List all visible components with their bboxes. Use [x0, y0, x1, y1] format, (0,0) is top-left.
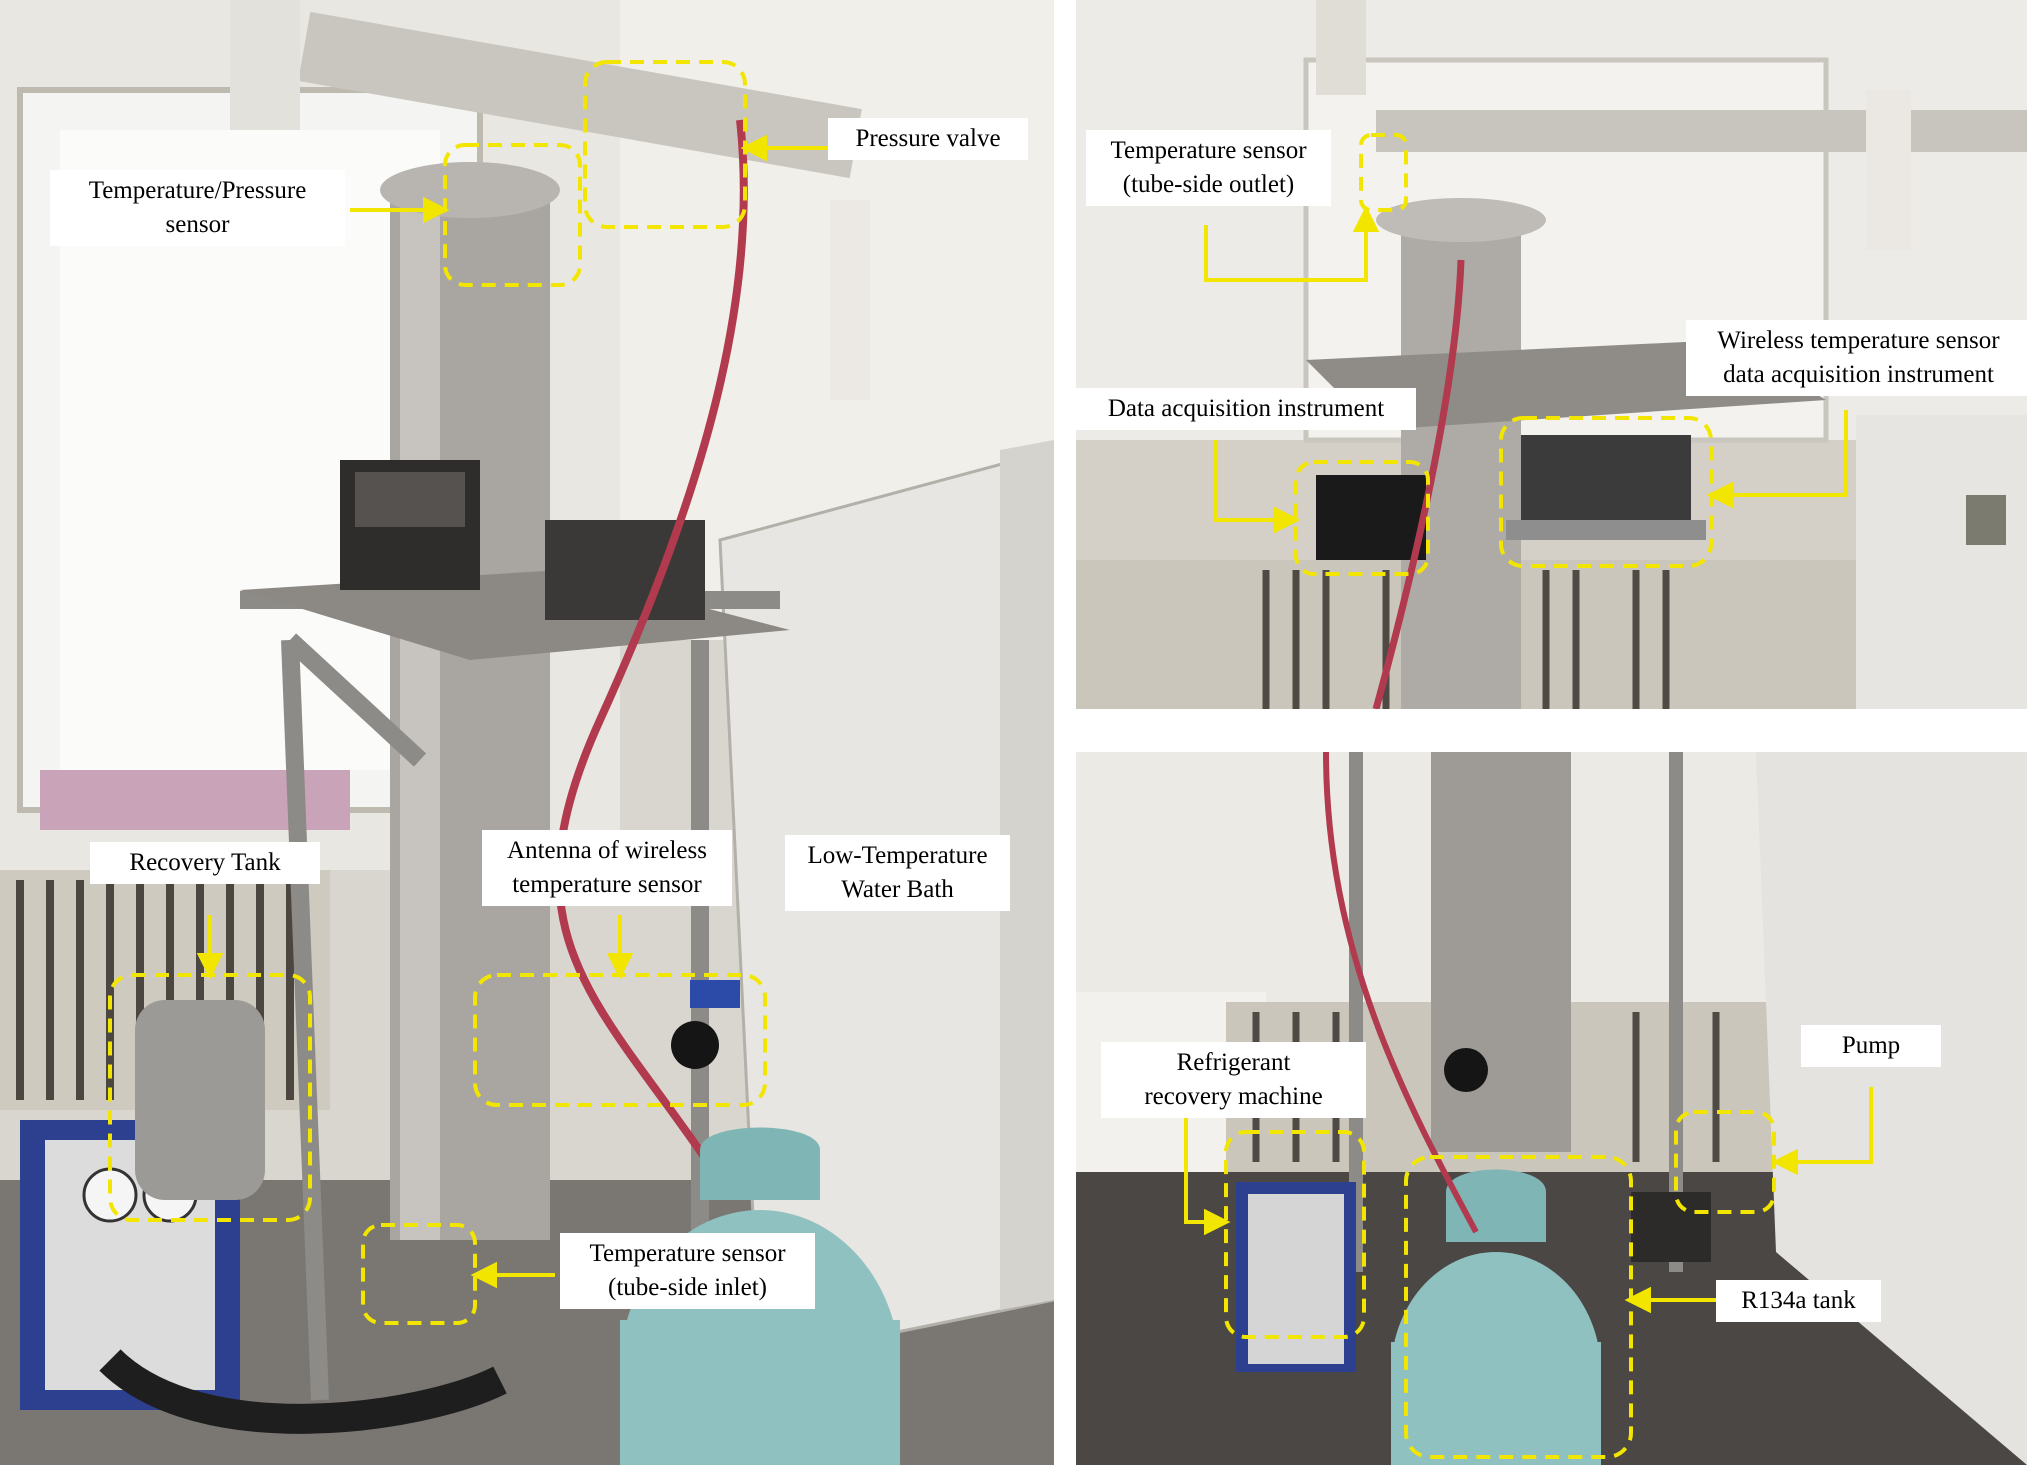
label-temp-sensor-inlet: Temperature sensor (tube-side inlet): [560, 1233, 815, 1309]
label-pump: Pump: [1801, 1025, 1941, 1067]
label-daq: Data acquisition instrument: [1076, 388, 1416, 430]
label-antenna: Antenna of wireless temperature sensor: [482, 830, 732, 906]
label-recovery-tank: Recovery Tank: [90, 842, 320, 884]
label-water-bath: Low-Temperature Water Bath: [785, 835, 1010, 911]
label-r134a-tank: R134a tank: [1716, 1280, 1881, 1322]
label-temp-sensor-outlet: Temperature sensor (tube-side outlet): [1086, 130, 1331, 206]
label-refrigerant-recovery: Refrigerant recovery machine: [1101, 1042, 1366, 1118]
label-wireless-daq: Wireless temperature sensor data acquisi…: [1686, 320, 2027, 396]
label-pressure-valve: Pressure valve: [828, 118, 1028, 160]
label-temp-pressure-sensor: Temperature/Pressure sensor: [50, 170, 345, 246]
photo-left-panel: Pressure valve Temperature/Pressure sens…: [0, 0, 1054, 1465]
photo-bottom-right-panel: Refrigerant recovery machine Pump R134a …: [1076, 752, 2027, 1465]
photo-top-right-panel: Temperature sensor (tube-side outlet) Wi…: [1076, 0, 2027, 709]
